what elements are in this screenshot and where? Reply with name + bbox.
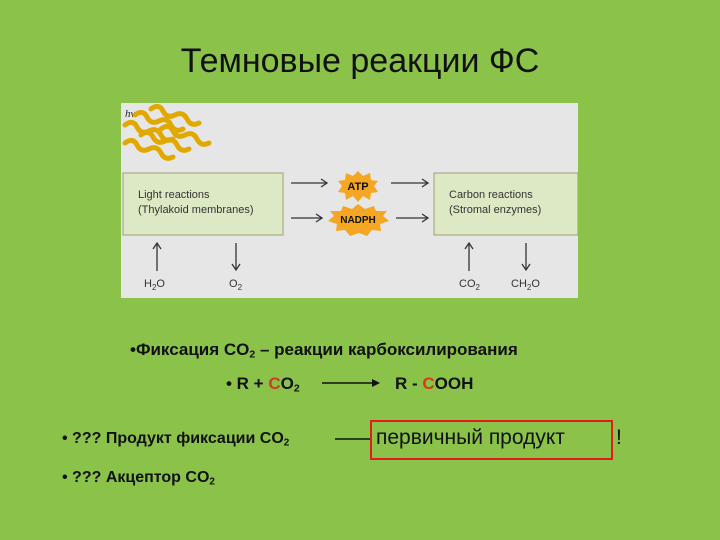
light-wave-icon — [148, 103, 202, 127]
arrowhead-icon — [315, 213, 324, 223]
starburst-icon — [328, 204, 389, 236]
reaction-left-sub: 2 — [293, 382, 300, 395]
arrowhead-icon — [152, 241, 162, 250]
flow-arrows — [291, 178, 430, 223]
light-wave-icon — [138, 129, 192, 153]
product-question: • ??? Продукт фиксации CO2 — [62, 430, 289, 448]
arrowhead-icon — [421, 178, 430, 188]
light-wave-icons — [122, 103, 212, 161]
acceptor-question: • ??? Акцептор CO2 — [62, 469, 215, 487]
acceptor-question-text: • ??? Акцептор CO — [62, 469, 210, 486]
primary-product-highlight — [370, 420, 613, 460]
nadph-label: NADPH — [340, 215, 376, 226]
fixation-prefix: •Фиксация CO — [130, 340, 250, 359]
light-box-line2: (Thylakoid membranes) — [138, 204, 254, 216]
carbon-box-line2: (Stromal enzymes) — [449, 204, 541, 216]
reaction-left-c: C — [268, 374, 281, 393]
light-box-line1: Light reactions — [138, 189, 210, 201]
primary-product-excl: ! — [616, 426, 622, 449]
arrowhead-icon — [372, 379, 380, 387]
arrowhead-icon — [464, 241, 474, 250]
product-connector — [335, 438, 371, 440]
reaction-right-c: C — [422, 374, 435, 393]
primary-product: первичный продукт — [376, 426, 565, 450]
o2-label: O2 — [229, 278, 243, 292]
reaction-left-o: O — [280, 374, 294, 393]
reaction-left-prefix: • R + — [226, 374, 269, 393]
product-question-sub: 2 — [283, 437, 290, 449]
co2-label: CO2 — [459, 278, 481, 292]
acceptor-question-sub: 2 — [209, 476, 215, 488]
reaction-right: R - COOH — [395, 374, 473, 394]
arrowhead-icon — [521, 263, 531, 272]
h2o-label: H2O — [144, 278, 165, 292]
reaction-left: • R + CO2 — [226, 374, 300, 395]
primary-product-text: первичный продукт — [376, 426, 565, 449]
light-reactions-box — [122, 172, 284, 236]
ch2o-label: CH2O — [511, 278, 540, 292]
starburst-icon — [338, 171, 378, 202]
reaction-arrow — [322, 379, 380, 387]
carbon-reactions-box — [433, 172, 578, 236]
fixation-sub: 2 — [249, 348, 256, 361]
light-wave-icon — [158, 123, 212, 147]
product-question-text: • ??? Продукт фиксации CO — [62, 430, 284, 447]
fixation-line: •Фиксация CO2 – реакции карбоксилировани… — [130, 340, 518, 361]
arrowhead-icon — [231, 263, 241, 272]
vertical-arrows — [152, 241, 531, 272]
atp-label: ATP — [347, 181, 368, 193]
arrowhead-icon — [421, 213, 430, 223]
nadph-badge: NADPH — [328, 204, 389, 236]
arrowhead-icon — [320, 178, 329, 188]
slide-title: Темновые реакции ФС — [180, 42, 540, 80]
reaction-right-prefix: R - — [395, 374, 423, 393]
carbon-box-line1: Carbon reactions — [449, 189, 533, 201]
light-wave-icon — [122, 137, 176, 161]
reaction-right-tail: OOH — [434, 374, 474, 393]
photosynthesis-diagram: hν Light reactions (Thylakoid membranes)… — [121, 103, 578, 298]
fixation-suffix: – реакции карбоксилирования — [255, 340, 518, 359]
hv-label: hν — [125, 108, 136, 120]
atp-badge: ATP — [338, 171, 378, 202]
